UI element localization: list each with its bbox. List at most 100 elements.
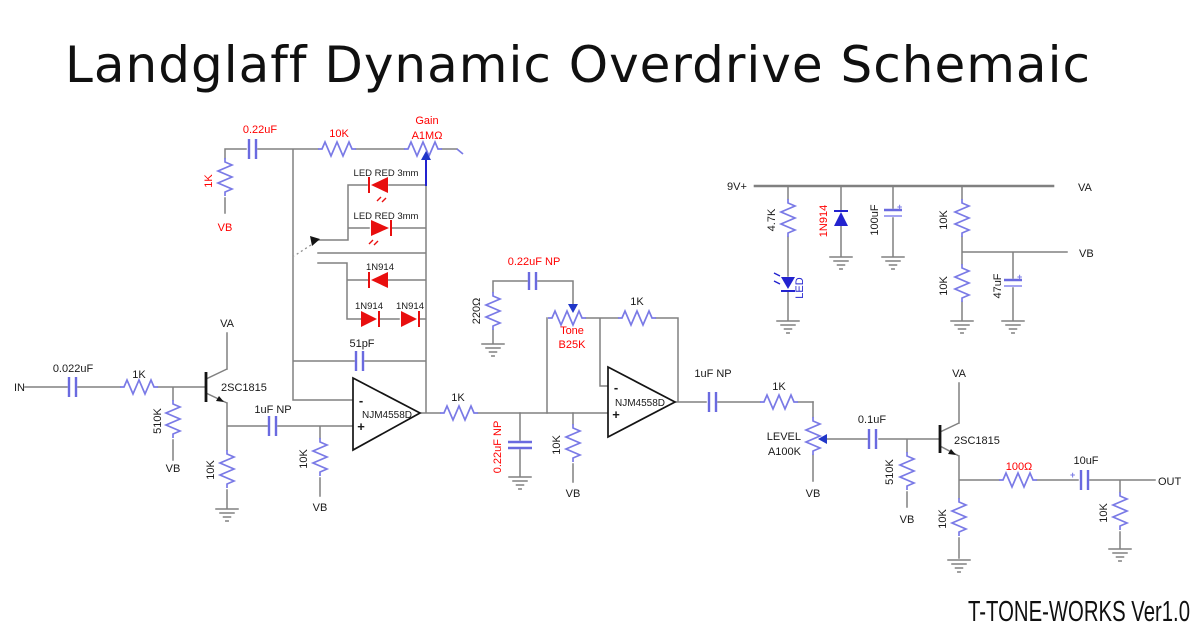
resistor-symbol (439, 405, 479, 421)
ground-symbol (881, 256, 905, 270)
polarity-plus: + (1070, 470, 1075, 480)
pot-name-label: Gain (415, 115, 438, 127)
cap-label: 0.22uF NP (492, 421, 504, 474)
pot-wiper-arrow-icon (568, 304, 578, 313)
switch-lever-dotted (293, 244, 312, 257)
diode-symbol (368, 272, 388, 288)
led-diode-symbol (368, 177, 388, 203)
ground-symbol (481, 343, 505, 357)
resistor-symbol (780, 198, 796, 238)
ground-symbol (1001, 320, 1025, 334)
va-label: VA (220, 318, 235, 330)
resistor-label: 1K (132, 369, 146, 381)
transistor-label: 2SC1815 (954, 435, 1000, 447)
resistor-symbol (119, 379, 159, 395)
resistor-label: 10K (1098, 503, 1110, 523)
diode-symbol (361, 311, 380, 327)
diode-label: 1N914 (818, 205, 830, 237)
emitter-arrow-icon (948, 449, 956, 455)
resistor-symbol (219, 449, 235, 489)
led-symbol (773, 272, 795, 292)
resistor-symbol (759, 394, 799, 410)
ground-symbol (215, 508, 239, 522)
vb-label: VB (566, 488, 581, 500)
resistor-label: 1K (772, 381, 786, 393)
diode-label: 1N914 (396, 301, 424, 312)
resistor-symbol (1112, 491, 1128, 531)
capacitor-symbol (707, 392, 718, 412)
resistor-symbol (954, 198, 970, 238)
ground-symbol (950, 320, 974, 334)
cap-label: 10uF (1073, 455, 1098, 467)
pot-name-label: LEVEL (767, 431, 801, 443)
opamp-symbol (607, 365, 677, 439)
va-label: VA (952, 368, 967, 380)
resistor-symbol (951, 497, 967, 537)
resistor-label: 1K (203, 174, 215, 188)
ground-symbol (508, 476, 532, 490)
vb-label: VB (900, 514, 915, 526)
led-diode-symbol (368, 220, 392, 246)
resistor-label: 10K (938, 210, 950, 230)
polarity-plus: + (897, 202, 902, 212)
pot-terminal-hook (456, 148, 464, 155)
level-stage: 1uF NP 1K LEVEL A100K VB 0.1uF 510K VB 2… (694, 368, 1182, 573)
potentiometer-symbol (805, 416, 821, 456)
opamp-plus: + (612, 407, 620, 422)
ground-symbol (776, 320, 800, 334)
pot-wiper-arrow-icon (818, 434, 827, 444)
resistor-symbol (617, 310, 657, 326)
led-label: LED RED 3mm (354, 168, 419, 179)
vb-label: VB (218, 222, 233, 234)
resistor-symbol (954, 263, 970, 303)
opamp-label: NJM4558D (615, 398, 665, 409)
diode-symbol (401, 311, 420, 327)
led-label: LED RED 3mm (354, 211, 419, 222)
cap-label: 51pF (349, 338, 374, 350)
input-stage: IN 0.022uF 1K 510K VB 2SC1815 VA 10K (14, 318, 268, 522)
resistor-label: 4.7K (766, 208, 778, 231)
resistor-symbol (317, 141, 357, 157)
resistor-symbol (165, 399, 181, 439)
capacitor-symbol (527, 272, 538, 290)
ground-symbol (829, 256, 853, 270)
polarity-plus: + (1017, 272, 1022, 282)
pot-wiper-arrow-icon (421, 151, 431, 160)
pot-value-label: A1MΩ (412, 130, 443, 142)
switch-arrow-icon (310, 236, 320, 246)
cap-label: 0.22uF (243, 124, 278, 136)
cap-label: 100uF (869, 204, 881, 235)
capacitor-symbol (508, 440, 532, 450)
cap-label: 0.022uF (53, 363, 94, 375)
pot-value-label: A100K (768, 446, 802, 458)
vb-label: VB (1079, 248, 1094, 260)
footer-credit: T-TONE-WORKS Ver1.0 (968, 596, 1190, 628)
resistor-label: 510K (152, 407, 164, 433)
capacitor-polarized-symbol (884, 208, 902, 217)
capacitor-symbol (867, 429, 878, 449)
diode-label: 1N914 (355, 301, 383, 312)
resistor-label: 10K (298, 449, 310, 469)
transistor-label: 2SC1815 (221, 382, 267, 394)
resistor-label: 1K (630, 296, 644, 308)
diode-symbol (834, 210, 848, 226)
capacitor-symbol (67, 377, 78, 397)
output-label: OUT (1158, 476, 1182, 488)
supply-label: 9V+ (727, 181, 747, 193)
resistor-symbol (998, 472, 1038, 488)
capacitor-symbol (267, 416, 278, 436)
resistor-label: 10K (551, 435, 563, 455)
resistor-symbol (217, 157, 233, 197)
resistor-symbol (485, 291, 501, 331)
potentiometer-symbol (547, 310, 587, 326)
opamp-symbol (352, 376, 422, 452)
capacitor-symbol (1079, 470, 1090, 490)
opamp-minus: - (614, 380, 618, 395)
input-label: IN (14, 382, 25, 394)
resistor-label: 10K (937, 509, 949, 529)
cap-label: 1uF NP (254, 404, 291, 416)
tone-stage: 220Ω 0.22uF NP Tone B25K 1K NJM4558D - +… (471, 256, 814, 500)
resistor-symbol (565, 423, 581, 463)
